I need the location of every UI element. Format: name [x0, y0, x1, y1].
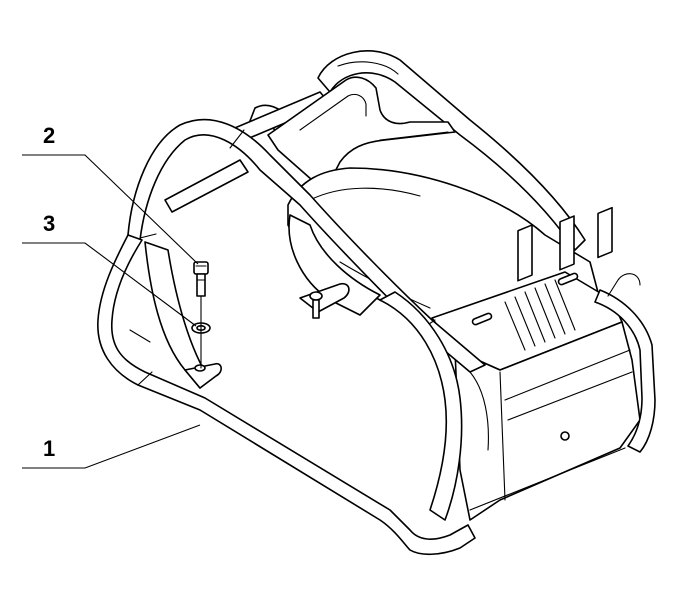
leader-line-1 — [22, 424, 201, 469]
callout-3: 3 — [43, 211, 55, 236]
leader-line-2 — [22, 154, 199, 265]
left-side-plate — [144, 241, 222, 389]
callout-1: 1 — [43, 436, 55, 461]
bolt-part-2 — [193, 261, 209, 297]
right-frame-leg — [379, 273, 656, 521]
left-frame-leg — [97, 234, 476, 556]
handle-pivot-bracket — [299, 282, 350, 319]
top-bracket — [267, 76, 456, 186]
leader-lines — [22, 154, 201, 469]
callout-2: 2 — [43, 123, 55, 148]
leader-line-3 — [22, 242, 197, 327]
front-face — [454, 206, 641, 521]
